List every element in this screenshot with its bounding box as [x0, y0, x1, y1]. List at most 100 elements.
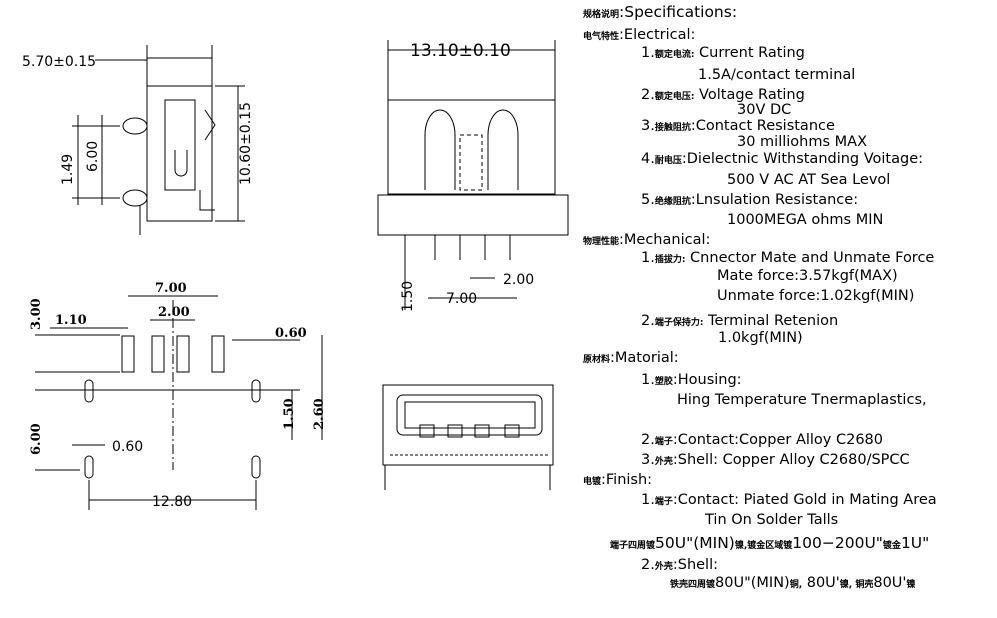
finish-note-shell: 铁壳四周镀80U"(MIN)铜, 80U'镍, 铜壳80U'镍	[670, 575, 915, 593]
section-material: 原材料:Matorial:	[583, 350, 679, 368]
spec-value: 1.0kgf(MIN)	[718, 330, 803, 346]
cn-label: 原材料	[583, 355, 611, 365]
spec-item: 5.绝缘阻抗:Lnsulation Resistance:	[641, 192, 858, 210]
front-pin-length-dim: 1.50	[400, 281, 416, 312]
num: 1.	[641, 372, 655, 388]
en-label: 80U"(MIN)	[715, 575, 790, 591]
cn-label: 绝缘阻抗	[654, 197, 691, 207]
num: 3.	[641, 452, 655, 468]
fp-pitch-dim: 2.00	[158, 305, 190, 320]
cn-label: 铜,	[789, 580, 803, 590]
en-label: :Dielectnic Withstanding Voitage:	[681, 151, 924, 167]
en-label: :Housing:	[672, 372, 742, 388]
cn-label: 镀金	[882, 541, 901, 551]
cn-label: 铜壳	[852, 580, 874, 590]
cn-label: 电气特性	[583, 32, 620, 42]
spec-item: 1.额定电流: Current Rating	[641, 45, 805, 63]
num: 2.	[641, 313, 655, 329]
spec-item: 1.插拔力: Cnnector Mate and Unmate Force	[641, 250, 934, 268]
cn-label: 端子保持力:	[654, 318, 704, 328]
front-view: 13.10±0.10 1.50 7.00 2.00	[377, 40, 569, 312]
fp-dist-c-dim: 2.60	[312, 398, 327, 430]
fp-pad-height-dim: 3.00	[29, 298, 44, 330]
fp-pad-width-dim: 1.10	[55, 313, 87, 328]
cn-label: 外壳	[654, 457, 673, 467]
front-width-dim: 13.10±0.10	[410, 41, 511, 61]
spec-item: 2.额定电压: Voltage Rating	[641, 87, 805, 105]
num: 1.	[641, 492, 655, 508]
num: 2.	[641, 87, 655, 103]
cn-label: 端子	[654, 437, 673, 447]
en-label: :Shell: Copper Alloy C2680/SPCC	[672, 452, 910, 468]
fp-hole-width-dim: 0.60	[112, 439, 143, 455]
en-label: :Shell:	[672, 557, 719, 573]
spec-value: 1.5A/contact terminal	[698, 67, 856, 83]
num: 5.	[641, 192, 655, 208]
side-view: 5.70±0.15 10.60±0.15 1.49 6.00	[22, 45, 254, 235]
cn-label: 规格说明	[583, 10, 620, 20]
fp-dist-b-dim: 1.50	[282, 398, 297, 430]
cn-label: 端子四周镀	[610, 541, 656, 551]
finish-note-contact: 端子四周镀50U"(MIN)镍,镀金区域镀100−200U"镀金1U"	[610, 535, 929, 554]
cn-label: 电镀	[583, 477, 602, 487]
front-pin-pitch-dim: 2.00	[503, 272, 534, 288]
en-label: 50U"(MIN)	[655, 534, 735, 552]
section-mechanical: 物理性能:Mechanical:	[583, 232, 710, 250]
en-label: Voltage Rating	[694, 87, 805, 103]
spec-item: 1.端子:Contact: Piated Gold in Mating Area	[641, 492, 937, 510]
side-pitch-a-dim: 1.49	[60, 154, 76, 185]
cn-label: 铁壳四周镀	[670, 580, 716, 590]
en-label: 100−200U"	[792, 534, 883, 552]
cn-label: 额定电压:	[654, 92, 695, 102]
en-label: Terminal Retenion	[703, 313, 839, 329]
en-label: :Contact: Piated Gold in Mating Area	[672, 492, 937, 508]
cn-label: 镍,镀金区域镀	[734, 541, 793, 551]
spec-value: Mate force:3.57kgf(MAX)	[717, 268, 898, 284]
spec-item: 4.耐电压:Dielectnic Withstanding Voitage:	[641, 151, 923, 169]
spec-item: 2.外壳:Shell:	[641, 557, 718, 575]
spec-value: Hing Temperature Tnermaplastics,	[677, 392, 927, 408]
en-label: :Finish:	[601, 472, 653, 488]
en-label: Current Rating	[694, 45, 805, 61]
en-label: 80U'	[802, 575, 840, 591]
cn-label: 物理性能	[583, 237, 620, 247]
cn-label: 插拔力:	[654, 255, 686, 265]
side-pitch-b-dim: 6.00	[85, 141, 101, 172]
spec-value: Tin On Solder Talls	[705, 512, 839, 528]
cn-label: 镍,	[839, 580, 853, 590]
side-height-dim: 10.60±0.15	[238, 102, 254, 185]
num: 1.	[641, 250, 655, 266]
fp-total-dim: 12.80	[152, 494, 192, 510]
spec-item: 1.塑胶:Housing:	[641, 372, 742, 390]
section-finish: 电镀:Finish:	[583, 472, 652, 490]
spec-item: 2.端子:Contact:Copper Alloy C2680	[641, 432, 883, 450]
en-label: :Electrical:	[619, 27, 696, 43]
cn-label: 镍	[906, 580, 916, 590]
side-width-dim: 5.70±0.15	[22, 54, 96, 70]
spec-value: Unmate force:1.02kgf(MIN)	[717, 288, 915, 304]
cn-label: 接触阻抗	[654, 123, 691, 133]
num: 3.	[641, 118, 655, 134]
fp-dist-a-dim: 6.00	[29, 423, 44, 455]
front-pin-span-dim: 7.00	[446, 291, 477, 307]
fp-slot-width-dim: 0.60	[275, 326, 307, 341]
spec-title: 规格说明:Specifications:	[583, 4, 737, 23]
en-label: 80U'	[873, 575, 907, 591]
en-label: 1U"	[900, 534, 930, 552]
footprint-view: 7.00 2.00 1.10 3.00 0.60 6.00 1.50 2.60 …	[29, 281, 327, 510]
cn-label: 塑胶	[654, 377, 673, 387]
en-label: :Contact:Copper Alloy C2680	[672, 432, 884, 448]
num: 4.	[641, 151, 655, 167]
cn-label: 额定电流:	[654, 50, 695, 60]
en-label: :Contact Resistance	[690, 118, 835, 134]
spec-item: 3.接触阻抗:Contact Resistance	[641, 118, 835, 136]
section-electrical: 电气特性:Electrical:	[583, 27, 695, 45]
num: 2.	[641, 557, 655, 573]
spec-item: 2.端子保持力: Terminal Retenion	[641, 313, 838, 331]
fp-span-dim: 7.00	[155, 281, 187, 296]
cn-label: 耐电压	[654, 156, 682, 166]
en-label: :Mechanical:	[619, 232, 711, 248]
cn-label: 外壳	[654, 562, 673, 572]
rear-view	[382, 384, 554, 490]
